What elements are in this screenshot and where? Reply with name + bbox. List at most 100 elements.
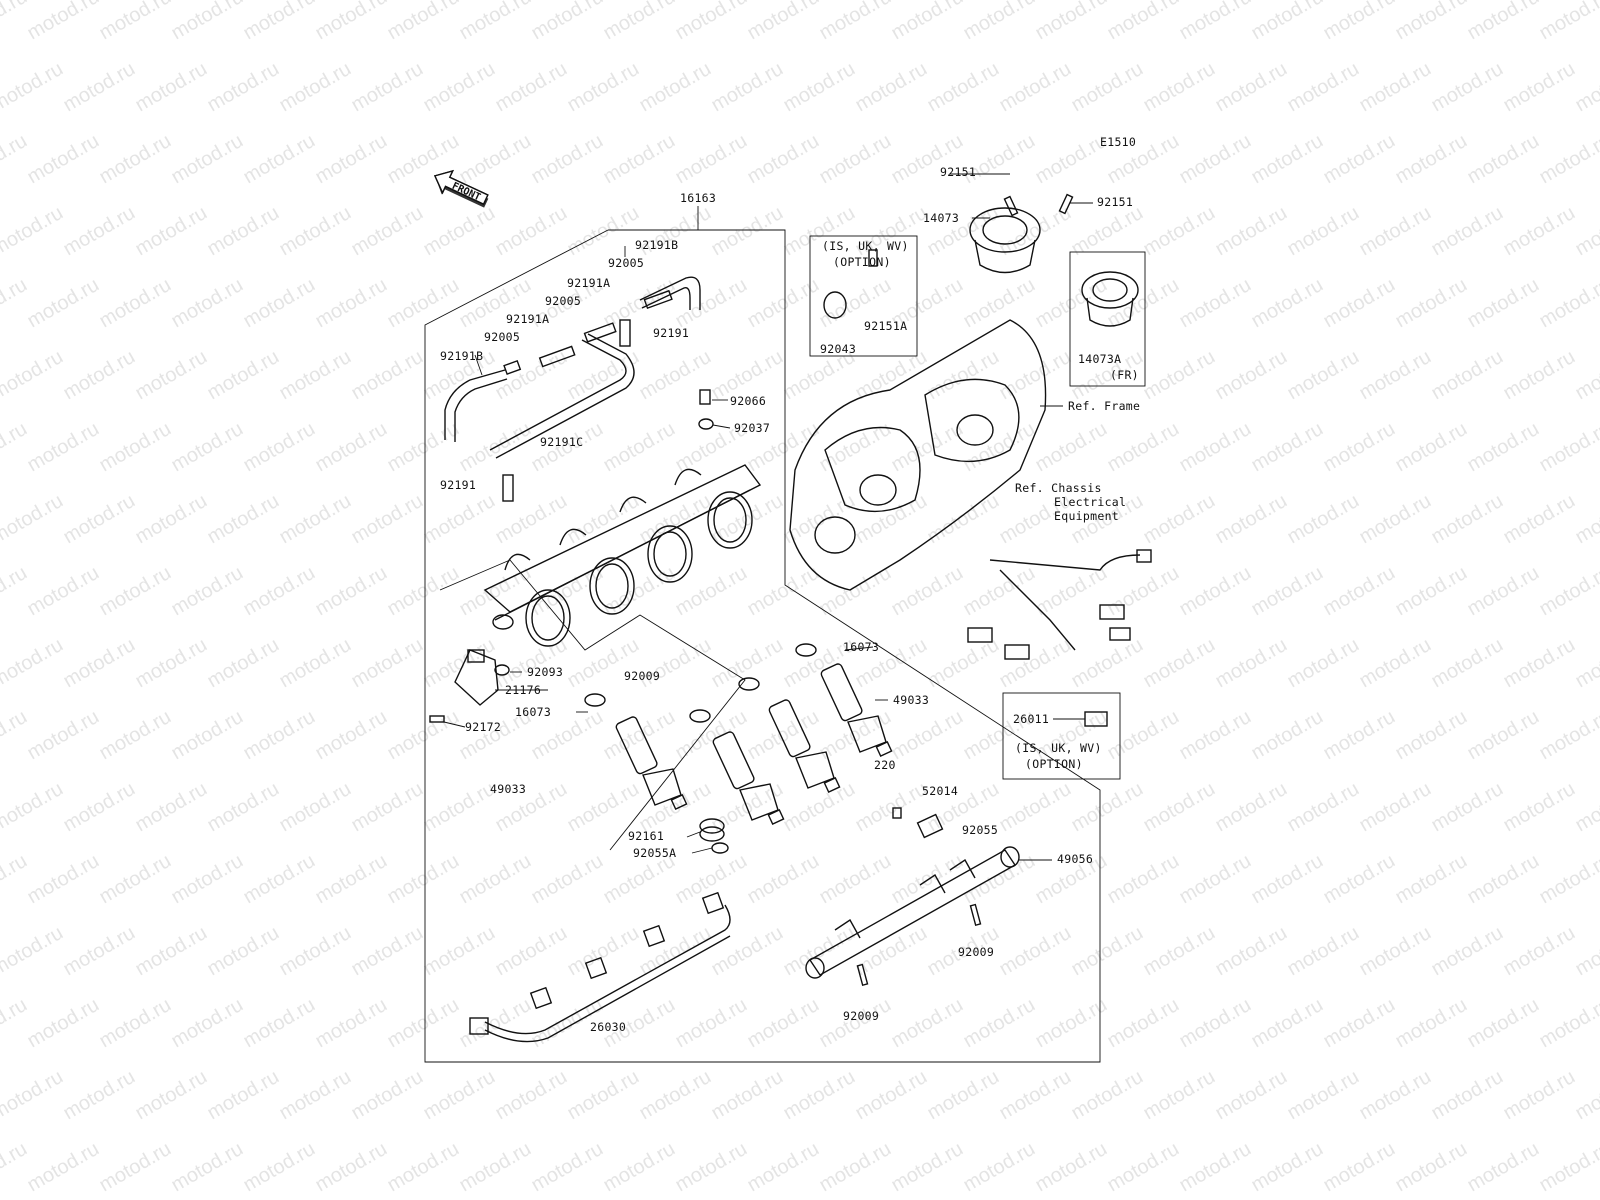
watermark-text: motod.ru bbox=[1176, 274, 1255, 333]
watermark-text: motod.ru bbox=[1500, 778, 1579, 837]
watermark-text: motod.ru bbox=[1572, 1066, 1600, 1125]
watermark-text: motod.ru bbox=[1068, 778, 1147, 837]
watermark-text: motod.ru bbox=[204, 202, 283, 261]
watermark-text: motod.ru bbox=[24, 0, 103, 44]
watermark-text: motod.ru bbox=[0, 1138, 31, 1197]
watermark-text: motod.ru bbox=[1320, 0, 1399, 44]
watermark-text: motod.ru bbox=[132, 58, 211, 117]
watermark-text: motod.ru bbox=[384, 418, 463, 477]
watermark-text: motod.ru bbox=[1572, 346, 1600, 405]
watermark-text: motod.ru bbox=[1104, 850, 1183, 909]
watermark-text: motod.ru bbox=[456, 1138, 535, 1197]
watermark-text: motod.ru bbox=[204, 922, 283, 981]
watermark-text: motod.ru bbox=[1536, 1138, 1600, 1197]
watermark-text: motod.ru bbox=[1320, 562, 1399, 621]
watermark-text: motod.ru bbox=[888, 994, 967, 1053]
watermark-text: motod.ru bbox=[24, 994, 103, 1053]
watermark-text: motod.ru bbox=[1212, 58, 1291, 117]
watermark-text: motod.ru bbox=[1176, 850, 1255, 909]
watermark-text: motod.ru bbox=[1572, 922, 1600, 981]
watermark-text: motod.ru bbox=[312, 850, 391, 909]
label-92191-left: 92191 bbox=[440, 478, 476, 492]
frame-reference bbox=[789, 319, 1047, 591]
watermark-text: motod.ru bbox=[1356, 58, 1435, 117]
watermark-text: motod.ru bbox=[24, 706, 103, 765]
watermark-text: motod.ru bbox=[1176, 130, 1255, 189]
option2-line2: (OPTION) bbox=[1025, 757, 1083, 771]
watermark-text: motod.ru bbox=[0, 922, 67, 981]
label-49033-right: 49033 bbox=[893, 693, 929, 707]
watermark-text: motod.ru bbox=[1320, 994, 1399, 1053]
label-92009-mid: 92009 bbox=[624, 669, 660, 683]
label-92191-right: 92191 bbox=[653, 326, 689, 340]
watermark-text: motod.ru bbox=[1500, 58, 1579, 117]
option-box-line2: (OPTION) bbox=[833, 255, 891, 269]
watermark-text: motod.ru bbox=[708, 634, 787, 693]
watermark-text: motod.ru bbox=[744, 274, 823, 333]
label-92009-right: 92009 bbox=[958, 945, 994, 959]
watermark-text: motod.ru bbox=[672, 130, 751, 189]
watermark-text: motod.ru bbox=[708, 58, 787, 117]
watermark-text: motod.ru bbox=[1428, 58, 1507, 117]
watermark-text: motod.ru bbox=[1212, 1066, 1291, 1125]
label-92005-a: 92005 bbox=[608, 256, 644, 270]
watermark-text: motod.ru bbox=[1212, 346, 1291, 405]
watermark-text: motod.ru bbox=[816, 130, 895, 189]
watermark-text: motod.ru bbox=[744, 562, 823, 621]
watermark-text: motod.ru bbox=[276, 202, 355, 261]
watermark-text: motod.ru bbox=[240, 418, 319, 477]
watermark-text: motod.ru bbox=[60, 634, 139, 693]
label-92151A: 92151A bbox=[864, 319, 907, 333]
watermark-text: motod.ru bbox=[960, 1138, 1039, 1197]
watermark-text: motod.ru bbox=[0, 634, 67, 693]
watermark-text: motod.ru bbox=[348, 202, 427, 261]
watermark-text: motod.ru bbox=[0, 58, 67, 117]
watermark-text: motod.ru bbox=[1500, 202, 1579, 261]
watermark-text: motod.ru bbox=[1464, 1138, 1543, 1197]
watermark-text: motod.ru bbox=[276, 778, 355, 837]
watermark-text: motod.ru bbox=[132, 346, 211, 405]
watermark-text: motod.ru bbox=[960, 562, 1039, 621]
watermark-text: motod.ru bbox=[0, 850, 31, 909]
watermark-text: motod.ru bbox=[384, 274, 463, 333]
watermark-text: motod.ru bbox=[276, 922, 355, 981]
watermark-text: motod.ru bbox=[276, 346, 355, 405]
watermark-text: motod.ru bbox=[492, 346, 571, 405]
watermark-text: motod.ru bbox=[1428, 346, 1507, 405]
watermark-text: motod.ru bbox=[1104, 706, 1183, 765]
label-92151-right: 92151 bbox=[1097, 195, 1133, 209]
watermark-text: motod.ru bbox=[1176, 0, 1255, 44]
watermark-text: motod.ru bbox=[312, 1138, 391, 1197]
watermark-text: motod.ru bbox=[420, 778, 499, 837]
watermark-text: motod.ru bbox=[1572, 634, 1600, 693]
watermark-text: motod.ru bbox=[0, 1066, 67, 1125]
watermark-text: motod.ru bbox=[420, 58, 499, 117]
watermark-text: motod.ru bbox=[1284, 58, 1363, 117]
watermark-text: motod.ru bbox=[1572, 202, 1600, 261]
watermark-text: motod.ru bbox=[1464, 130, 1543, 189]
watermark-text: motod.ru bbox=[240, 1138, 319, 1197]
watermark-text: motod.ru bbox=[1464, 706, 1543, 765]
watermark-text: motod.ru bbox=[1104, 994, 1183, 1053]
watermark-text: motod.ru bbox=[1320, 274, 1399, 333]
watermark-text: motod.ru bbox=[1104, 562, 1183, 621]
watermark-text: motod.ru bbox=[1032, 1138, 1111, 1197]
watermark-text: motod.ru bbox=[636, 1066, 715, 1125]
watermark-text: motod.ru bbox=[996, 58, 1075, 117]
watermark-text: motod.ru bbox=[312, 130, 391, 189]
watermark-text: motod.ru bbox=[1212, 634, 1291, 693]
watermark-text: motod.ru bbox=[0, 346, 67, 405]
watermark-text: motod.ru bbox=[1572, 778, 1600, 837]
watermark-text: motod.ru bbox=[1536, 850, 1600, 909]
watermark-text: motod.ru bbox=[528, 1138, 607, 1197]
watermark-text: motod.ru bbox=[132, 634, 211, 693]
watermark-text: motod.ru bbox=[1500, 922, 1579, 981]
watermark-text: motod.ru bbox=[1248, 0, 1327, 44]
label-92191A-a: 92191A bbox=[567, 276, 610, 290]
watermark-text: motod.ru bbox=[1500, 1066, 1579, 1125]
watermark-text: motod.ru bbox=[1356, 202, 1435, 261]
watermark-text: motod.ru bbox=[1392, 418, 1471, 477]
watermark-text: motod.ru bbox=[1320, 706, 1399, 765]
watermark-text: motod.ru bbox=[816, 0, 895, 44]
watermark-text: motod.ru bbox=[1428, 778, 1507, 837]
